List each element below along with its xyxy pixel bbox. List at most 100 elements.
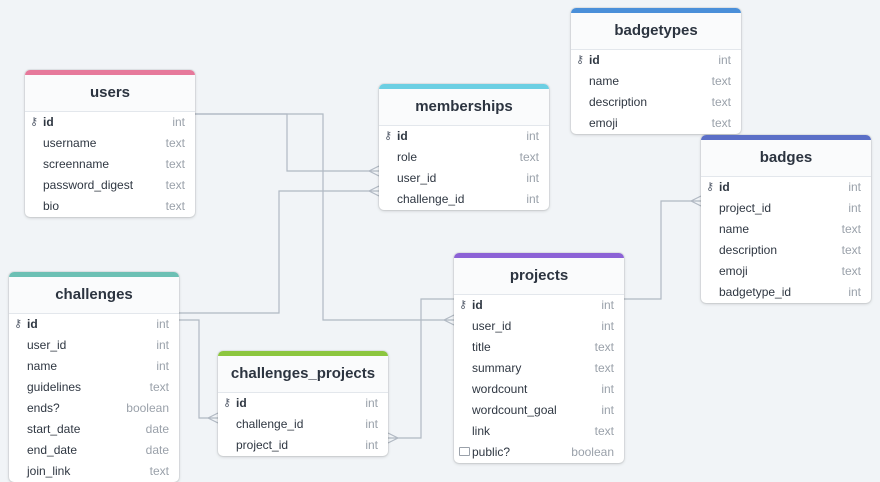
field-row[interactable]: user_id int [379, 168, 549, 189]
table-color-bar [379, 84, 549, 89]
table-title: badges [701, 140, 871, 177]
link-projects-cp[interactable] [388, 298, 454, 439]
field-type: boolean [126, 401, 169, 415]
field-row[interactable]: bio text [25, 196, 195, 217]
field-type: text [149, 464, 169, 478]
table-color-bar [454, 253, 624, 258]
field-type: int [365, 396, 378, 410]
field-name: id [27, 317, 38, 331]
table-color-bar [218, 351, 388, 356]
field-name: ends? [27, 401, 60, 415]
field-type: int [718, 53, 731, 67]
key-icon: ⚷ [30, 116, 39, 128]
field-row[interactable]: name text [701, 219, 871, 240]
table-title: users [25, 75, 195, 112]
field-type: int [848, 180, 861, 194]
field-name: id [397, 129, 408, 143]
field-type: date [145, 443, 169, 457]
field-type: text [165, 199, 185, 213]
key-icon: ⚷ [706, 181, 715, 193]
field-name: wordcount [472, 382, 528, 396]
field-row[interactable]: ⚷ id int [701, 177, 871, 198]
field-name: wordcount_goal [472, 403, 557, 417]
field-type: text [841, 222, 861, 236]
key-icon: ⚷ [384, 130, 393, 142]
field-name: emoji [719, 264, 748, 278]
field-name: summary [472, 361, 522, 375]
field-type: int [365, 417, 378, 431]
field-name: description [589, 95, 648, 109]
field-type: int [526, 192, 539, 206]
field-row[interactable]: public?boolean [454, 442, 624, 463]
field-name: user_id [27, 338, 67, 352]
field-name: project_id [719, 201, 772, 215]
field-row[interactable]: ends? boolean [9, 398, 179, 419]
link-users-memberships[interactable] [195, 113, 379, 172]
field-name: id [719, 180, 730, 194]
field-row[interactable]: link text [454, 421, 624, 442]
field-type: date [145, 422, 169, 436]
field-name: emoji [589, 116, 618, 130]
field-type: int [848, 285, 861, 299]
field-name: name [589, 74, 620, 88]
field-name: bio [43, 199, 60, 213]
field-type: int [601, 319, 614, 333]
field-row[interactable]: challenge_id int [218, 414, 388, 435]
field-type: boolean [571, 445, 614, 459]
field-type: int [526, 171, 539, 185]
table-title: challenges [9, 277, 179, 314]
link-challenges-cp[interactable] [179, 319, 218, 419]
link-challenges-memberships[interactable] [179, 190, 379, 314]
field-type: text [519, 150, 539, 164]
key-icon: ⚷ [576, 54, 585, 66]
field-type: text [594, 424, 614, 438]
field-name: name [719, 222, 750, 236]
key-icon: ⚷ [459, 299, 468, 311]
field-type: text [165, 157, 185, 171]
field-name: link [472, 424, 491, 438]
link-projects-badges[interactable] [624, 200, 701, 300]
field-type: int [156, 317, 169, 331]
table-title: projects [454, 258, 624, 295]
field-name: user_id [397, 171, 437, 185]
field-name: challenge_id [236, 417, 304, 431]
